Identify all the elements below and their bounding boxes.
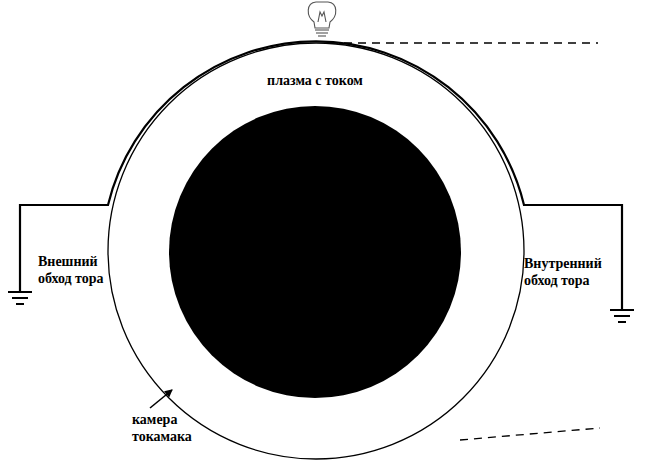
text-label: камера токамака <box>132 411 212 445</box>
leader-arrow <box>150 390 172 408</box>
ground-symbol <box>8 292 32 304</box>
plasma-disc <box>169 106 461 398</box>
dashed-line <box>460 428 600 440</box>
text-label: Внутренний обход тора <box>524 255 616 289</box>
chamber-circle <box>108 43 524 459</box>
bypass-wire <box>20 41 622 310</box>
text-label: плазма с током <box>262 72 368 89</box>
text-label: Внешний обход тора <box>38 253 118 287</box>
dashed-line <box>330 42 598 43</box>
ground-symbol <box>610 310 634 322</box>
lamp-symbol <box>308 2 336 36</box>
